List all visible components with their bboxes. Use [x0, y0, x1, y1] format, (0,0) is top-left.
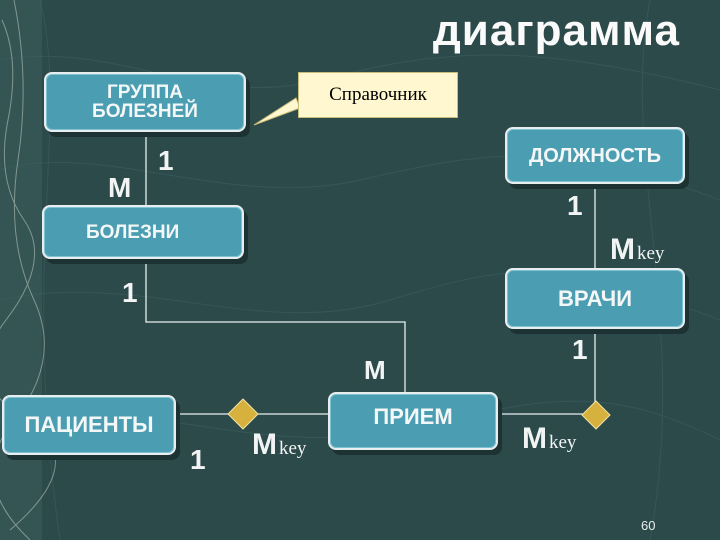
key-text: key: [637, 243, 665, 264]
entity-label: ДОЛЖНОСТЬ: [529, 144, 661, 167]
cardinality-diseases-1-bottom: 1: [122, 277, 138, 308]
entity-doctors[interactable]: ВРАЧИ: [505, 268, 685, 329]
page-title: диаграмма: [432, 6, 680, 55]
cardinality-patients-1: 1: [190, 444, 206, 475]
entity-position[interactable]: ДОЛЖНОСТЬ: [505, 127, 685, 184]
key-text: key: [549, 432, 577, 453]
entity-disease-group[interactable]: ГРУППА БОЛЕЗНЕЙ: [44, 72, 246, 132]
entity-visit[interactable]: ПРИЕМ: [328, 392, 498, 450]
diamond-right: [581, 400, 611, 430]
m-text: М: [522, 422, 547, 455]
cardinality-visit-m: М: [364, 355, 386, 385]
entity-label: ВРАЧИ: [557, 285, 633, 311]
cardinality-diseases-1-top: 1: [158, 145, 174, 176]
entity-label: ГРУППА БОЛЕЗНЕЙ: [92, 82, 198, 122]
callout-reference: Справочник: [298, 72, 458, 118]
cardinality-position-1: 1: [567, 190, 583, 221]
entity-label: ПАЦИЕНТЫ: [24, 412, 154, 437]
entity-diseases[interactable]: БОЛЕЗНИ: [42, 205, 244, 259]
entity-patients[interactable]: ПАЦИЕНТЫ: [2, 395, 176, 455]
callout-pointer: [253, 97, 301, 126]
diamond-left: [227, 398, 259, 430]
page-number: 60: [641, 518, 656, 533]
key-text: key: [279, 438, 307, 459]
m-text: М: [252, 428, 277, 461]
entity-label: ПРИЕМ: [373, 404, 453, 429]
m-text: М: [610, 233, 635, 266]
cardinality-doctors-1: 1: [572, 334, 588, 365]
entity-label: БОЛЕЗНИ: [86, 221, 180, 243]
cardinality-group-m: М: [108, 172, 132, 203]
